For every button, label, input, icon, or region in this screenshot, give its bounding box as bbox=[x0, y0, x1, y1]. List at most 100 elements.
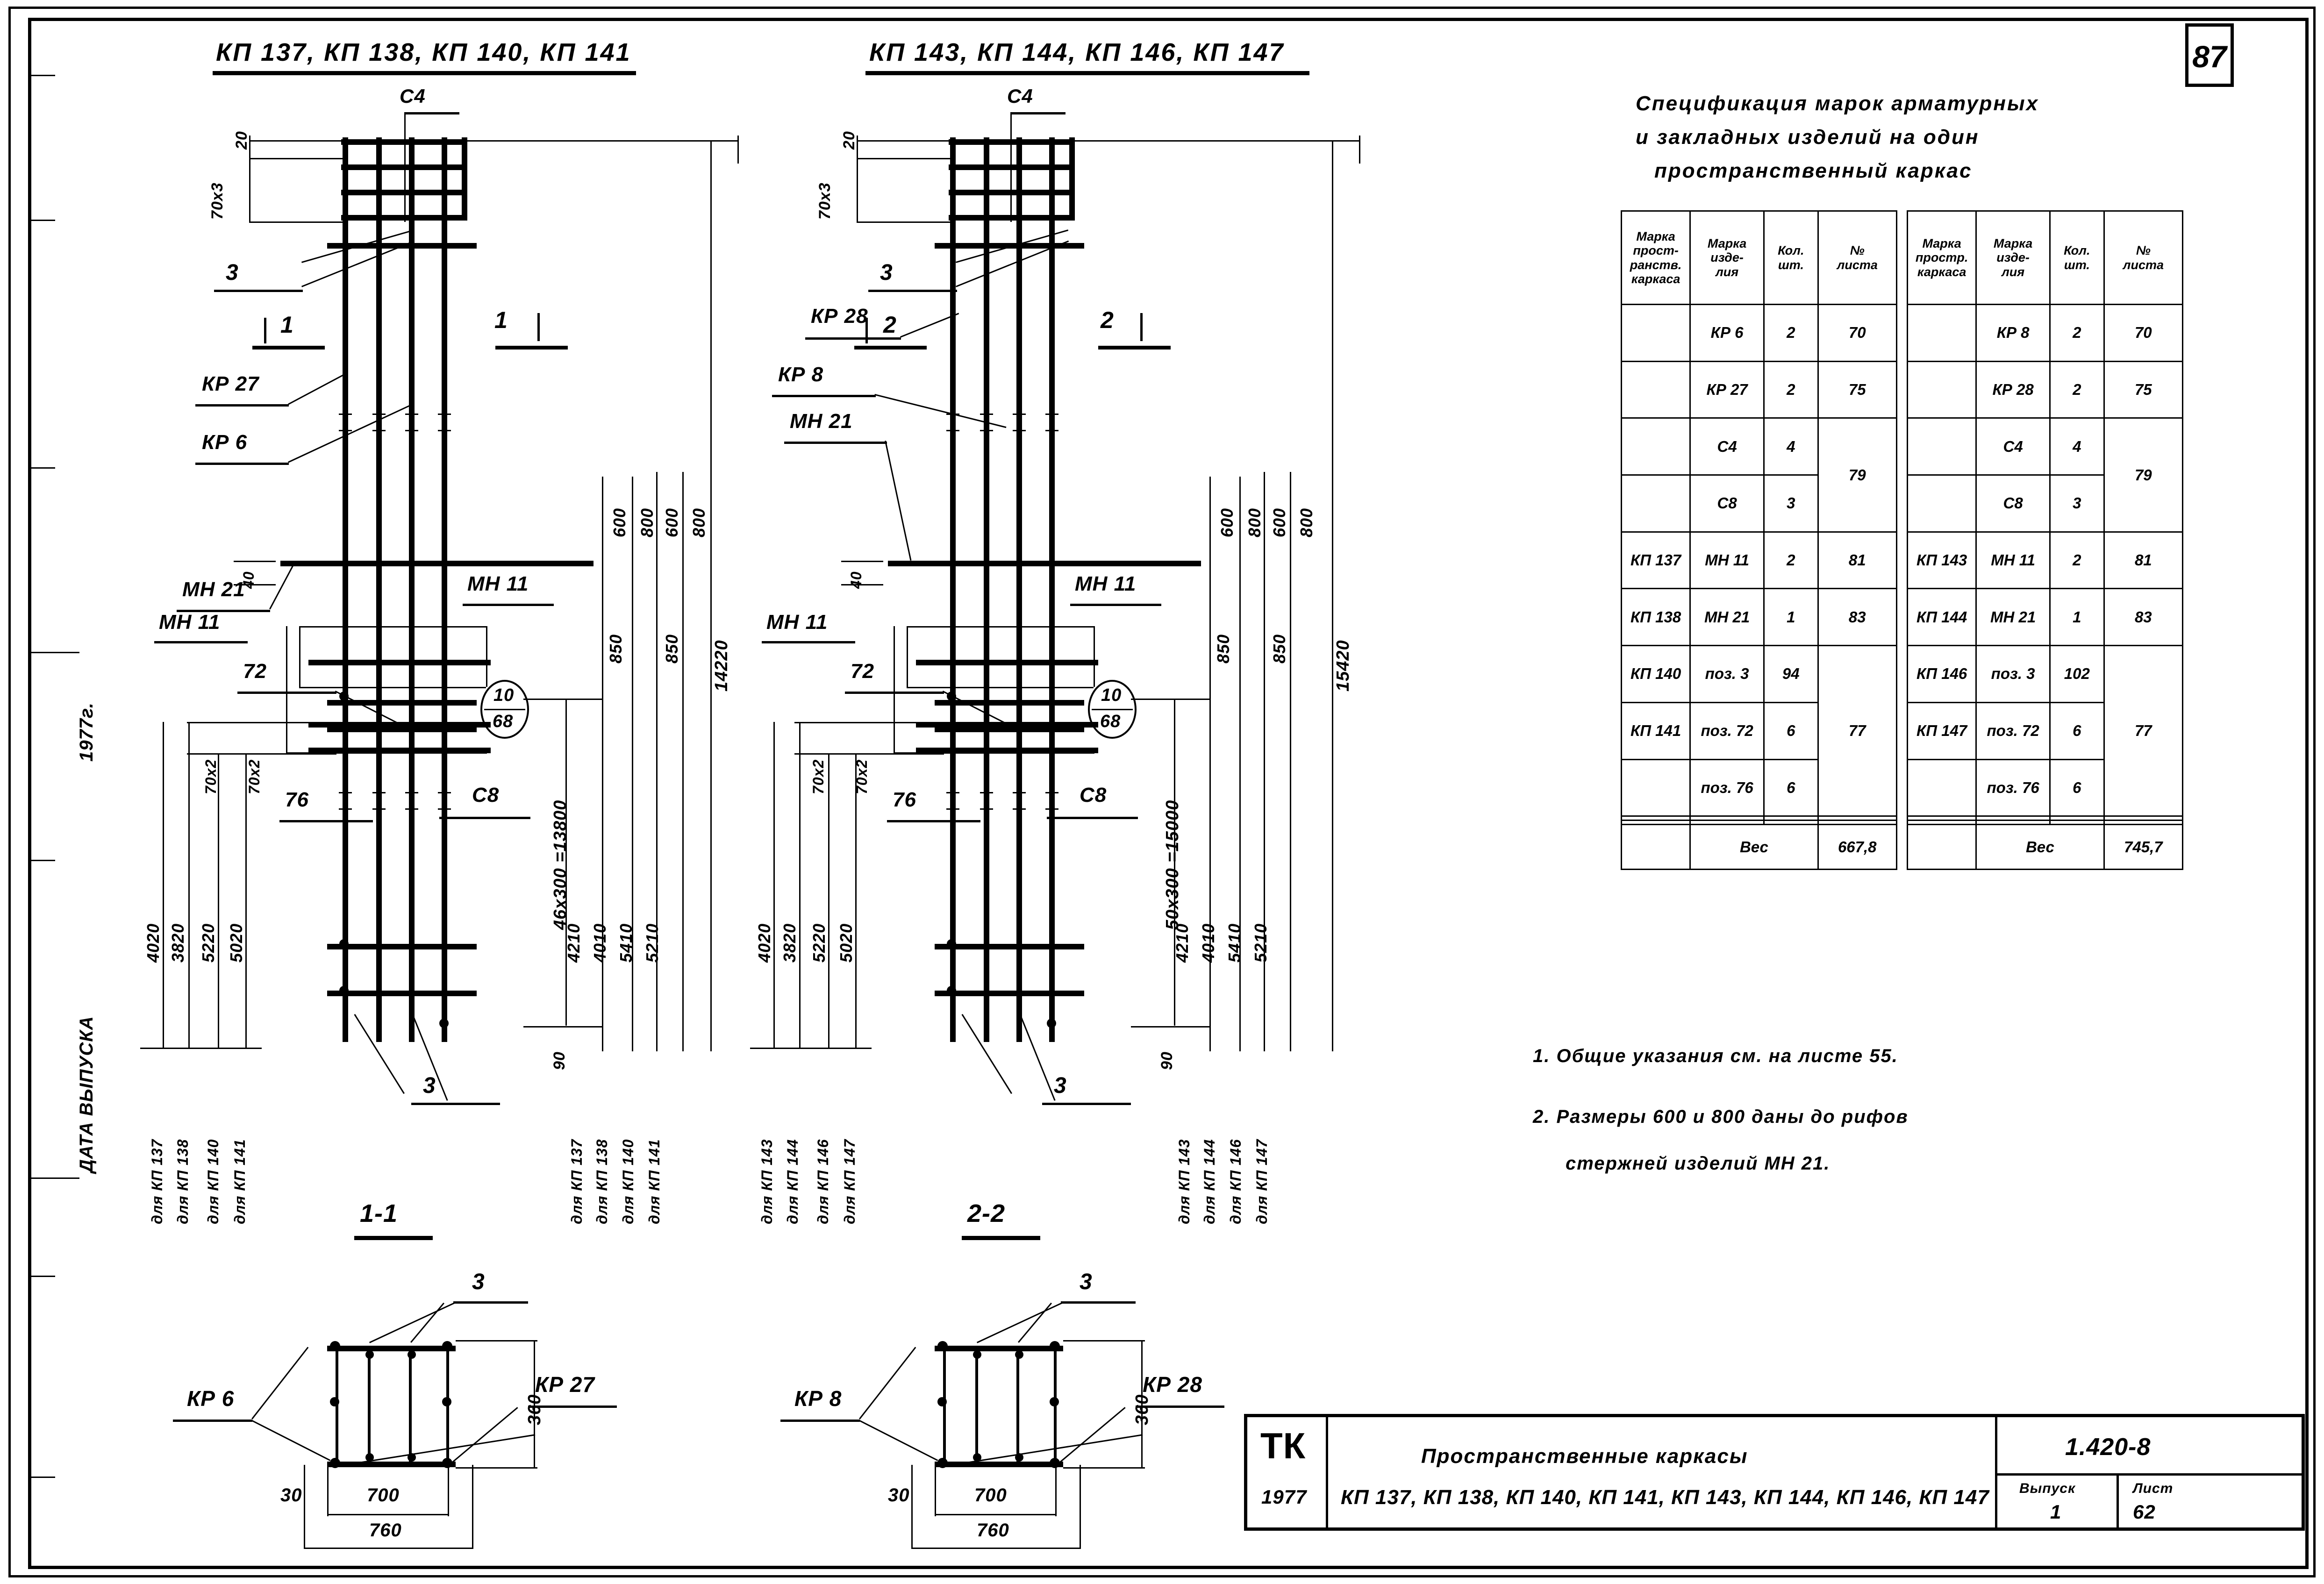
spec-col-qty-right: Кол. шт. bbox=[2049, 210, 2105, 305]
specification-table: Марка прост- ранств. каркаса Марка изде-… bbox=[1620, 210, 2184, 870]
section-2-2-dim-700: 700 bbox=[974, 1485, 1007, 1506]
title-block-divider bbox=[2117, 1473, 2119, 1529]
date-of-issue-label: ДАТА ВЫПУСКА bbox=[76, 1016, 97, 1173]
left-label-c8: С8 bbox=[472, 784, 500, 806]
section-1-1-label-kr6: КР 6 bbox=[187, 1386, 235, 1411]
dim-ext bbox=[828, 753, 829, 1048]
table-row: КП 138 МН 21 1 83 КП 144 МН 21 1 83 bbox=[1620, 588, 2184, 647]
left-label-72: 72 bbox=[243, 660, 267, 683]
right-label-76: 76 bbox=[893, 788, 916, 811]
table-row: КР 27 2 75 КР 28 2 75 bbox=[1620, 360, 2184, 419]
left-for-label-r138: для КП 138 bbox=[594, 1139, 610, 1224]
dim-ext bbox=[448, 1465, 449, 1516]
cell-qty: 1 bbox=[1763, 588, 1819, 647]
cell-frame bbox=[1620, 758, 1691, 817]
title-block: ТК 1977 Пространственные каркасы КП 137,… bbox=[1244, 1414, 2305, 1531]
right-label-3-bottom-underline bbox=[1042, 1103, 1131, 1105]
dim-ext bbox=[632, 477, 633, 1051]
right-label-3-underline bbox=[868, 290, 957, 292]
cell-sheet: 75 bbox=[2103, 360, 2184, 419]
left-label-kr27-underline bbox=[195, 404, 289, 407]
cell-sheet: 79 bbox=[1817, 417, 1897, 533]
right-label-3-bottom: 3 bbox=[1054, 1073, 1067, 1098]
table-row: С4 4 79 С4 4 79 bbox=[1620, 417, 2184, 533]
right-label-kr28-underline bbox=[805, 337, 901, 340]
table-row bbox=[1620, 820, 2184, 825]
spec-gap bbox=[1896, 361, 1907, 418]
spec-heading-line1: Спецификация марок арматурных bbox=[1636, 92, 2039, 115]
cell-qty bbox=[1763, 820, 1819, 825]
spec-header-row: Марка прост- ранств. каркаса Марка изде-… bbox=[1620, 210, 2184, 305]
right-label-c4-underline bbox=[1010, 112, 1065, 114]
left-section-mark-1b: 1 bbox=[494, 307, 508, 333]
section-2-2-label-3-underline bbox=[1061, 1301, 1136, 1304]
document-code: 1.420-8 bbox=[2065, 1434, 2151, 1461]
section-2-2-title: 2-2 bbox=[967, 1199, 1006, 1227]
dim-ext bbox=[1174, 699, 1175, 1026]
left-dim-70x3: 70х3 bbox=[208, 182, 226, 220]
right-section-mark-2a-bar bbox=[854, 346, 927, 350]
cell-item: С8 bbox=[1975, 474, 2051, 533]
spec-col-frame-left: Марка прост- ранств. каркаса bbox=[1620, 210, 1691, 305]
dim-ext bbox=[245, 753, 247, 1048]
left-section-mark-1b-bar bbox=[495, 346, 568, 350]
table-row: КП 140 поз. 3 94 77 КП 146 поз. 3 102 77 bbox=[1620, 645, 2184, 817]
cell-item: поз. 72 bbox=[1689, 701, 1765, 760]
right-for-label-147: для КП 147 bbox=[841, 1139, 858, 1224]
weld-dot bbox=[947, 939, 956, 949]
left-for-label-r140: для КП 140 bbox=[620, 1139, 636, 1224]
dim-line bbox=[187, 753, 336, 755]
section-1-1-dim-760: 760 bbox=[369, 1520, 402, 1541]
left-dim-5410: 5410 bbox=[616, 923, 636, 963]
left-section-arrow-1a bbox=[264, 318, 266, 343]
left-dim-20: 20 bbox=[233, 131, 250, 150]
dim-line bbox=[187, 722, 336, 723]
dim-ext bbox=[1332, 140, 1333, 1051]
dim-line bbox=[523, 699, 603, 700]
right-label-76-underline bbox=[887, 820, 980, 822]
dim-ext bbox=[682, 472, 684, 1051]
left-label-c4-underline bbox=[404, 112, 459, 114]
left-for-label-140: для КП 140 bbox=[205, 1139, 222, 1224]
cell-item bbox=[1975, 815, 2051, 821]
dim-tick bbox=[857, 159, 858, 222]
dim-ext bbox=[1209, 477, 1211, 1051]
spec-heading-line2: и закладных изделий на один bbox=[1636, 126, 1980, 149]
left-dim-5210: 5210 bbox=[643, 923, 662, 963]
left-dim-850b: 850 bbox=[662, 634, 681, 664]
cell-item bbox=[1975, 820, 2051, 825]
cell-frame bbox=[1907, 417, 1977, 476]
right-label-kr8: КР 8 bbox=[778, 363, 824, 386]
dim-line bbox=[304, 1548, 472, 1549]
weld-dot bbox=[947, 986, 956, 995]
spec-col-sheet-left: № листа bbox=[1817, 210, 1897, 305]
cell-qty: 6 bbox=[2049, 701, 2105, 760]
section-1-1-label-3-underline bbox=[453, 1301, 528, 1304]
cell-blank bbox=[1620, 824, 1691, 870]
cell-frame: КП 147 bbox=[1907, 701, 1977, 760]
margin-tick bbox=[28, 1276, 55, 1277]
cell-qty: 2 bbox=[1763, 304, 1819, 362]
left-dim-800b: 800 bbox=[689, 507, 708, 537]
spec-gap bbox=[1896, 532, 1907, 589]
left-dim-40: 40 bbox=[240, 571, 257, 589]
cell-item: поз. 3 bbox=[1975, 645, 2051, 703]
right-label-kr8-underline bbox=[772, 395, 876, 397]
cell-item: С4 bbox=[1975, 417, 2051, 476]
spec-col-frame-right: Марка простр. каркаса bbox=[1907, 210, 1977, 305]
cell-frame bbox=[1620, 815, 1691, 821]
dim-line bbox=[1063, 1340, 1145, 1341]
cell-item: МН 11 bbox=[1689, 531, 1765, 590]
right-view-title-underline bbox=[865, 71, 1309, 75]
weight-value-left: 667,8 bbox=[1817, 824, 1897, 870]
dim-line bbox=[841, 584, 883, 585]
sheet-value: 62 bbox=[2133, 1501, 2156, 1523]
right-section-arrow-2b bbox=[1140, 313, 1143, 341]
dim-ext bbox=[1290, 472, 1291, 1051]
dim-ext bbox=[935, 1465, 936, 1516]
left-dim-4020: 4020 bbox=[143, 923, 163, 963]
weight-value-right: 745,7 bbox=[2103, 824, 2184, 870]
sheet-frame-outer bbox=[8, 7, 2316, 1577]
cell-qty: 4 bbox=[1763, 417, 1819, 476]
right-dim-850a: 850 bbox=[1214, 634, 1233, 664]
